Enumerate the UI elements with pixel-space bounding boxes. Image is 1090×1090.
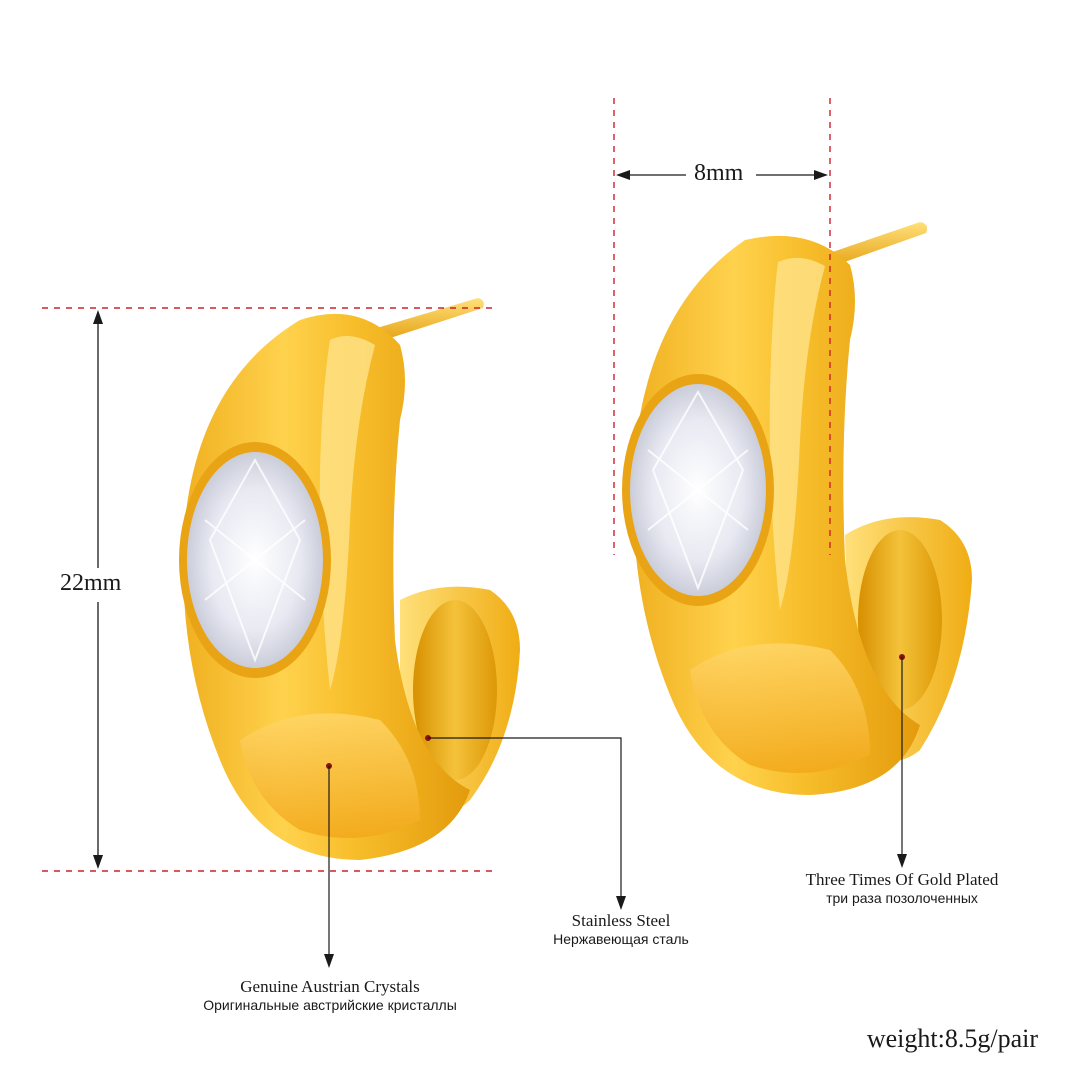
width-arrow-right — [814, 170, 828, 180]
callout-steel-ru: Нержавеющая сталь — [553, 930, 689, 947]
right-earring-inner-cup — [858, 530, 942, 710]
right-earring-gem-facets — [647, 389, 749, 591]
callout-steel-en: Stainless Steel — [571, 911, 671, 930]
callout-steel-leader — [425, 735, 626, 910]
left-earring-inner-cup — [413, 600, 497, 780]
height-arrow-bottom — [93, 855, 103, 869]
height-arrow-top — [93, 310, 103, 324]
callout-plating-ru: три раза позолоченных — [826, 889, 978, 906]
width-dimension-label: 8mm — [694, 160, 744, 186]
right-earring-post — [815, 222, 928, 270]
left-earring-lower-sheen — [240, 713, 420, 838]
left-earring-post — [370, 298, 484, 342]
left-earring-gem-facets — [204, 457, 306, 663]
right-earring — [622, 222, 972, 796]
callout-plating-en: Three Times Of Gold Plated — [805, 870, 999, 889]
callout-plating-leader — [897, 654, 907, 868]
left-earring — [179, 298, 520, 860]
right-earring-highlight — [769, 257, 825, 610]
callout-crystals-leader — [324, 763, 334, 968]
height-dimension-label: 22mm — [60, 570, 122, 596]
height-guide — [42, 307, 498, 872]
callout-crystals-label: Genuine Austrian Crystals Оригинальные а… — [180, 977, 480, 1013]
width-arrow-left — [616, 170, 630, 180]
right-earring-lower-sheen — [690, 643, 870, 773]
callout-crystals-ru: Оригинальные австрийские кристаллы — [203, 996, 457, 1013]
weight-label: weight:8.5g/pair — [866, 1024, 1038, 1053]
callout-plating-label: Three Times Of Gold Plated три раза позо… — [780, 870, 1024, 906]
callout-crystals-en: Genuine Austrian Crystals — [240, 977, 420, 996]
left-earring-highlight — [319, 336, 375, 690]
callout-steel-label: Stainless Steel Нержавеющая сталь — [520, 911, 722, 947]
width-guide — [613, 98, 831, 555]
